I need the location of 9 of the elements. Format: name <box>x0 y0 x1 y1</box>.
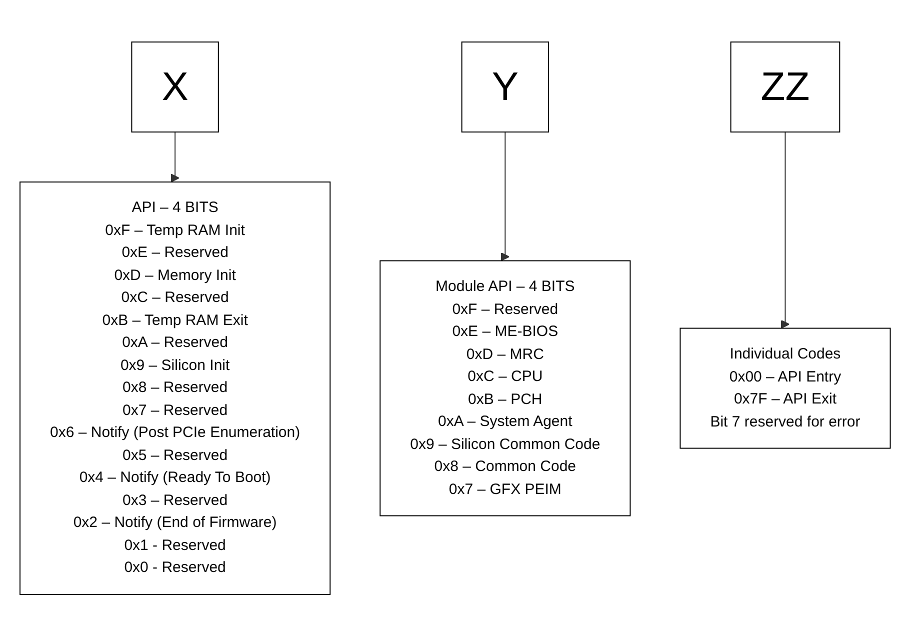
node-box: X <box>131 41 219 132</box>
arrow <box>500 131 510 261</box>
arrow <box>170 131 180 182</box>
node-box: Module API – 4 BITS 0xF – Reserved 0xE – ME-BIOS 0xD – MRC 0xC – CPU 0xB – PCH 0xA – System Agent 0x9 – Silicon Common Code 0x8 – Common Code 0x7 – GFX PEIM <box>379 260 631 516</box>
arrow <box>780 131 790 328</box>
node-box: Individual Codes 0x00 – API Entry 0x7F – API Exit Bit 7 reserved for error <box>680 328 891 448</box>
node-box: Y <box>461 41 549 132</box>
node-box: ZZ <box>730 41 840 132</box>
node-box: API – 4 BITS 0xF – Temp RAM Init 0xE – Reserved 0xD – Memory Init 0xC – Reserved 0xB – Temp RAM Exit 0xA – Reserved 0x9 – Silicon Init 0x8 – Reserved 0x7 – Reserved 0x6 – Notify (Post PCIe Enumeration) 0x5 – Reserved 0x4 – Notify (Ready To Boot) 0x3 – Reserved 0x2 – Notify (End of Firmware) 0x1 - Reserved 0x0 - Reserved <box>19 181 330 595</box>
